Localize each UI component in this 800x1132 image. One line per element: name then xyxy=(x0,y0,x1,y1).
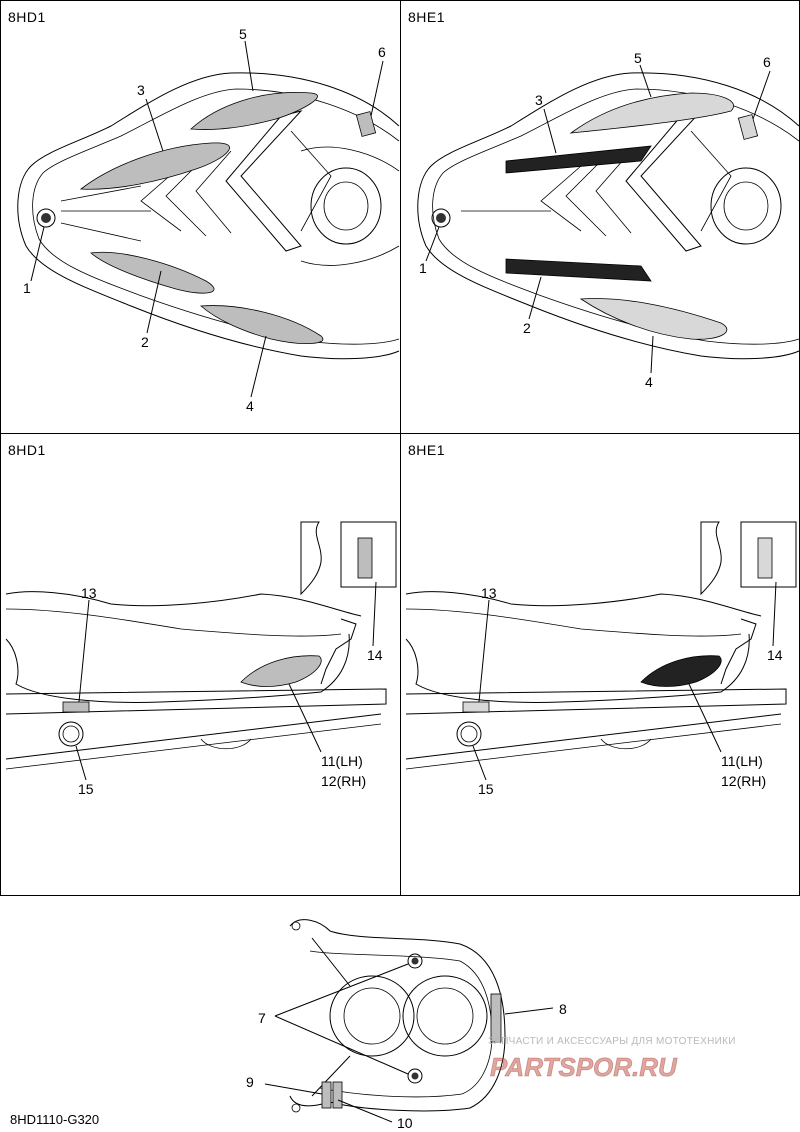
callout-13: 13 xyxy=(481,585,497,601)
rear-deck-drawing: 7 8 9 10 xyxy=(246,919,567,1131)
watermark-caption: ЗАПЧАСТИ И АКСЕССУАРЫ ДЛЯ МОТОТЕХНИКИ xyxy=(488,1036,736,1047)
diagram-code: 8HD1110-G320 xyxy=(10,1112,100,1127)
callout-13: 13 xyxy=(81,585,97,601)
callout-2: 2 xyxy=(141,334,149,350)
callout-7: 7 xyxy=(258,1010,266,1026)
callout-12: 12(RH) xyxy=(321,773,366,789)
panel-8hd1-side: 8HD1 13 14 11(LH) 12(RH) 15 xyxy=(0,433,401,896)
hull-side-view-drawing: 13 14 11(LH) 12(RH) 15 xyxy=(405,521,797,797)
model-label: 8HE1 xyxy=(408,442,446,458)
callout-2: 2 xyxy=(523,320,531,336)
callout-11: 11(LH) xyxy=(721,753,763,769)
panel-8hd1-top: 8HD1 1 2 3 4 5 6 xyxy=(0,0,401,434)
watermark-logo-text: PARTSPOR.RU xyxy=(490,1052,678,1082)
callout-1: 1 xyxy=(23,280,31,296)
hull-top-view-drawing: 1 2 3 4 5 6 xyxy=(17,26,400,414)
callout-5: 5 xyxy=(634,50,642,66)
callout-10: 10 xyxy=(397,1115,413,1131)
callout-14: 14 xyxy=(767,647,783,663)
callout-15: 15 xyxy=(478,781,494,797)
model-label: 8HE1 xyxy=(408,9,446,25)
hull-top-view-drawing: 1 2 3 4 5 6 xyxy=(417,50,800,390)
watermark-logo: PARTSPOR.RU xyxy=(490,1052,679,1082)
hull-side-view-drawing: 13 14 11(LH) 12(RH) 15 xyxy=(5,521,397,797)
callout-4: 4 xyxy=(246,398,254,414)
panel-8he1-side: 8HE1 13 14 11(LH) 12(RH) 15 xyxy=(400,433,800,896)
callout-8: 8 xyxy=(559,1001,567,1017)
callout-4: 4 xyxy=(645,374,653,390)
callout-14: 14 xyxy=(367,647,383,663)
model-label: 8HD1 xyxy=(8,442,46,458)
callout-5: 5 xyxy=(239,26,247,42)
callout-12: 12(RH) xyxy=(721,773,766,789)
callout-6: 6 xyxy=(378,44,386,60)
callout-3: 3 xyxy=(137,82,145,98)
panel-8he1-top: 8HE1 1 2 3 4 5 6 xyxy=(400,0,800,434)
callout-11: 11(LH) xyxy=(321,753,363,769)
callout-15: 15 xyxy=(78,781,94,797)
callout-9: 9 xyxy=(246,1074,254,1090)
callout-6: 6 xyxy=(763,54,771,70)
callout-1: 1 xyxy=(419,260,427,276)
model-label: 8HD1 xyxy=(8,9,46,25)
callout-3: 3 xyxy=(535,92,543,108)
